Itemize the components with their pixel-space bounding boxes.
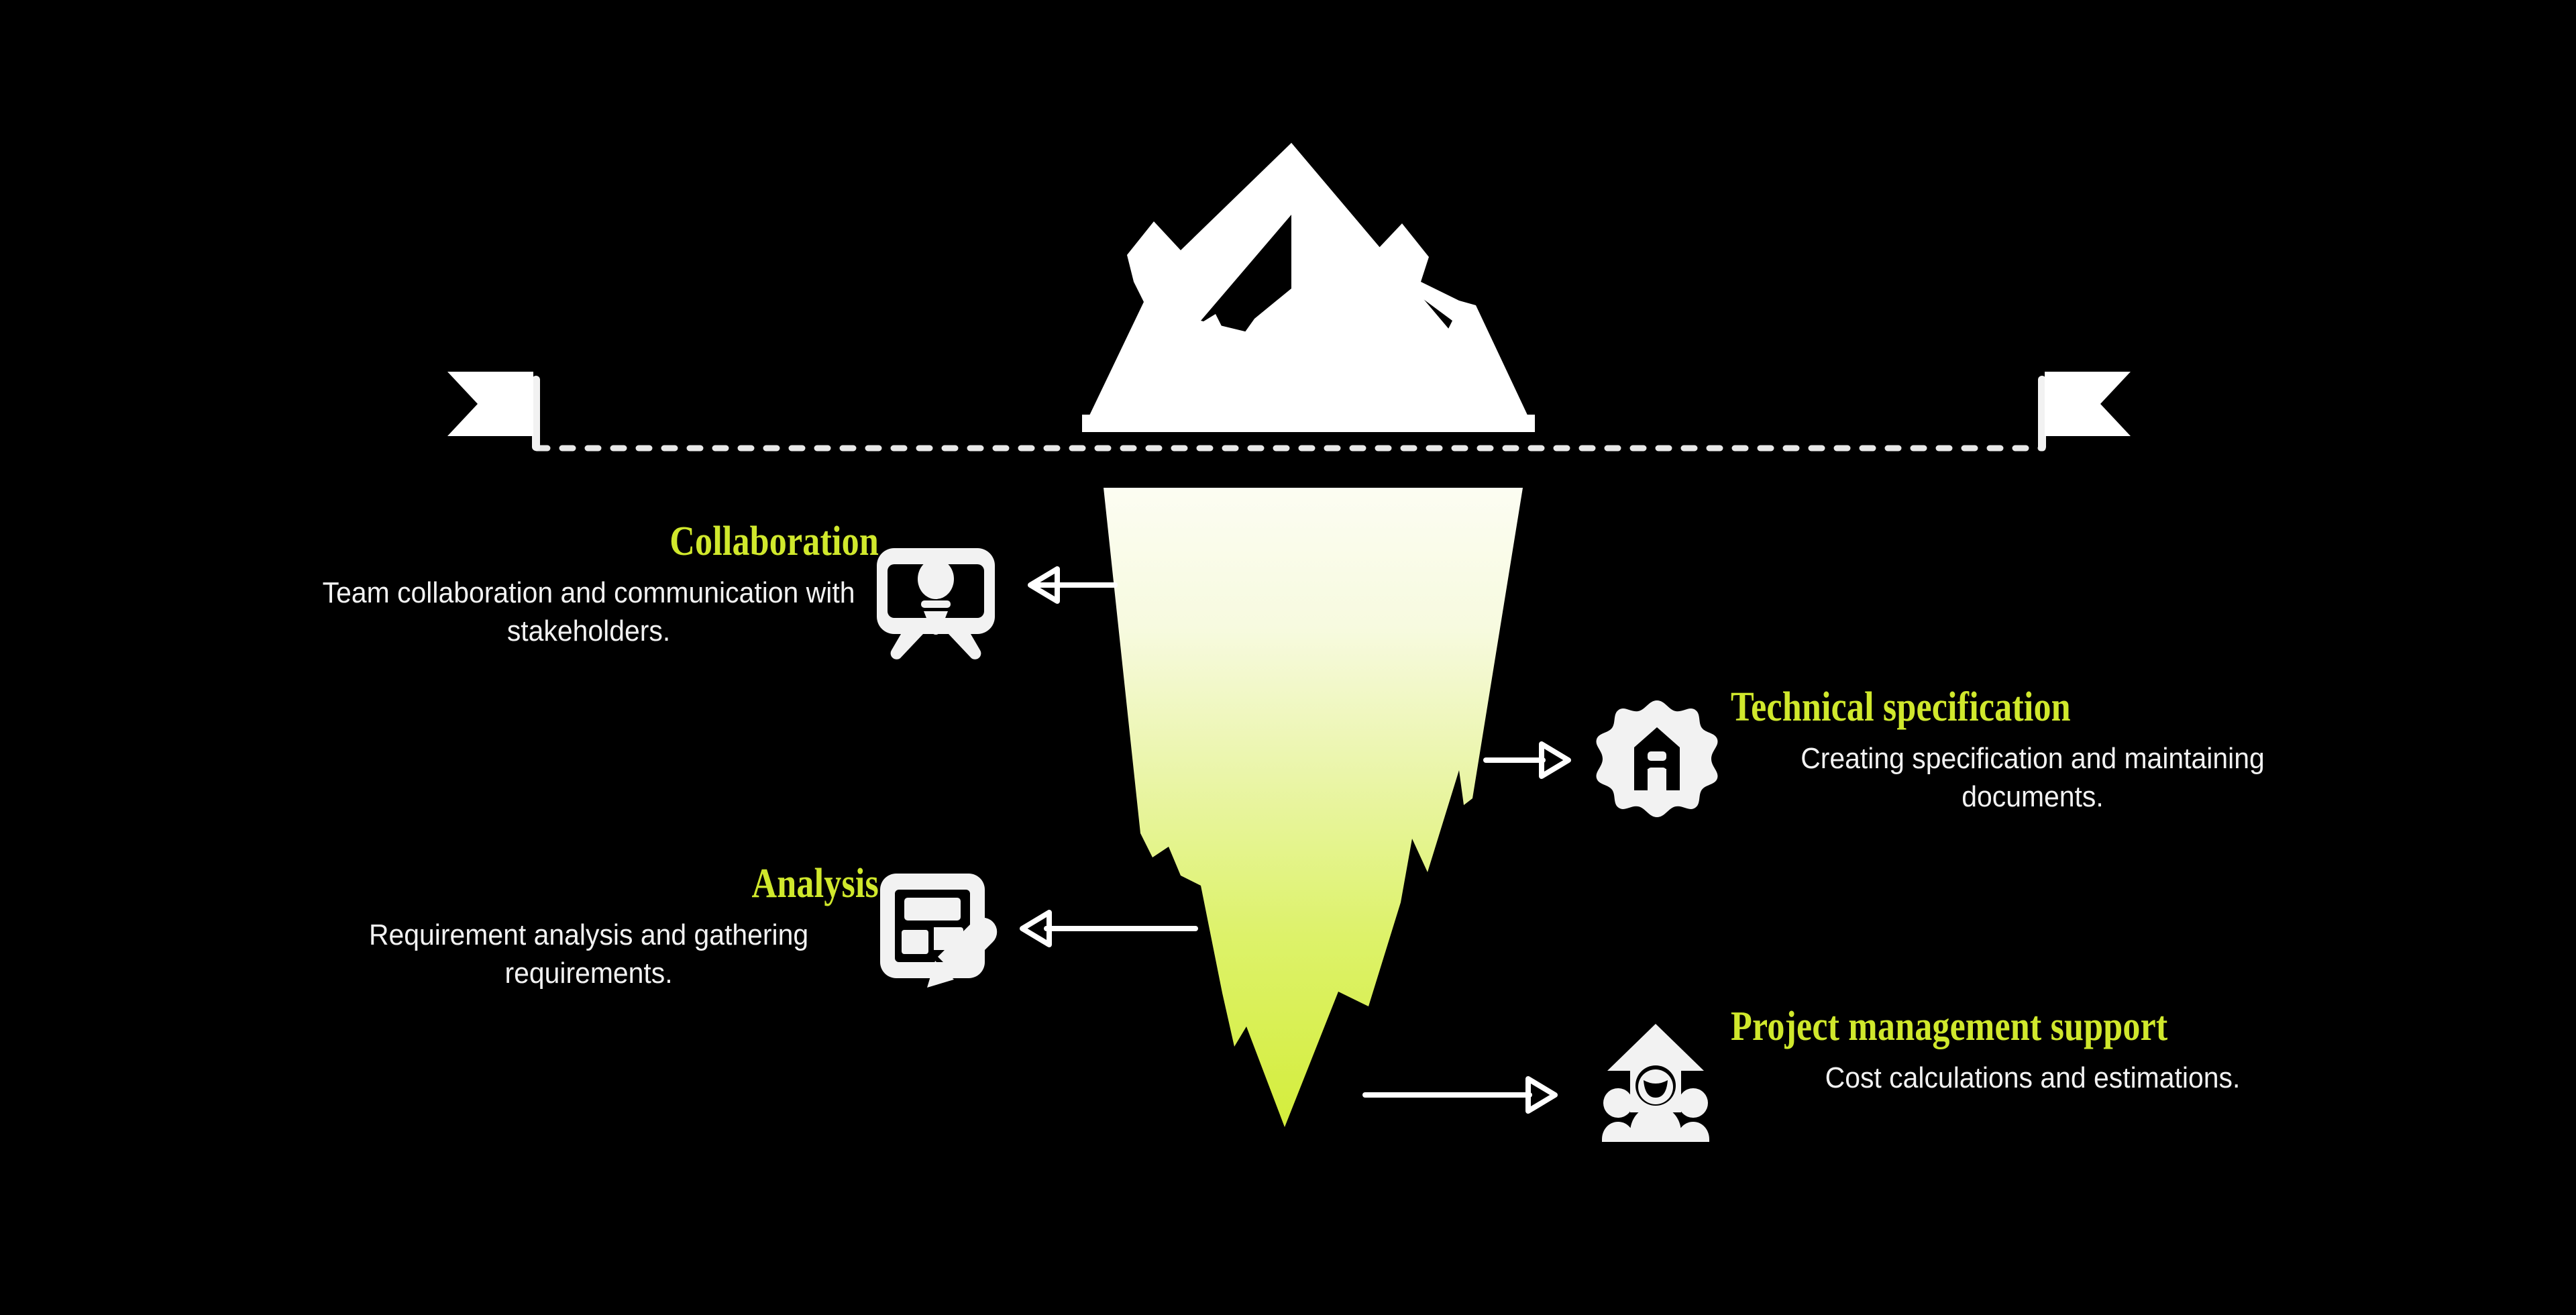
arrow-collaboration — [1028, 566, 1118, 604]
callout-technical-specification: Technical specification Creating specifi… — [1731, 684, 2334, 816]
callout-description: Cost calculations and estimations. — [1825, 1061, 2241, 1094]
callout-heading: Technical specification — [1731, 684, 2071, 730]
callout-collaboration: Collaboration Team collaboration and com… — [255, 519, 879, 650]
clipboard-pen-icon — [872, 865, 1006, 1000]
callout-description: Team collaboration and communication wit… — [322, 576, 855, 647]
gear-document-icon — [1590, 698, 1724, 832]
callout-description: Requirement analysis and gathering requi… — [368, 918, 809, 990]
team-growth-arrow-icon — [1589, 1014, 1723, 1149]
arrow-project-management-support — [1362, 1076, 1558, 1114]
callout-heading: Analysis — [751, 861, 879, 906]
callout-analysis: Analysis Requirement analysis and gather… — [255, 861, 879, 992]
mountain-peak-icon — [1082, 143, 1535, 432]
callout-heading: Collaboration — [669, 519, 879, 564]
speech-bubble-person-icon — [869, 533, 1003, 668]
arrow-analysis — [1020, 910, 1198, 947]
arrow-technical-specification — [1483, 741, 1571, 779]
flag-right-icon — [2038, 372, 2131, 451]
callout-heading: Project management support — [1731, 1004, 2168, 1049]
iceberg-body — [1104, 488, 1523, 1127]
callout-description: Creating specification and maintaining d… — [1801, 741, 2265, 813]
callout-project-management-support: Project management support Cost calculat… — [1731, 1004, 2334, 1097]
flag-left-icon — [447, 372, 540, 451]
